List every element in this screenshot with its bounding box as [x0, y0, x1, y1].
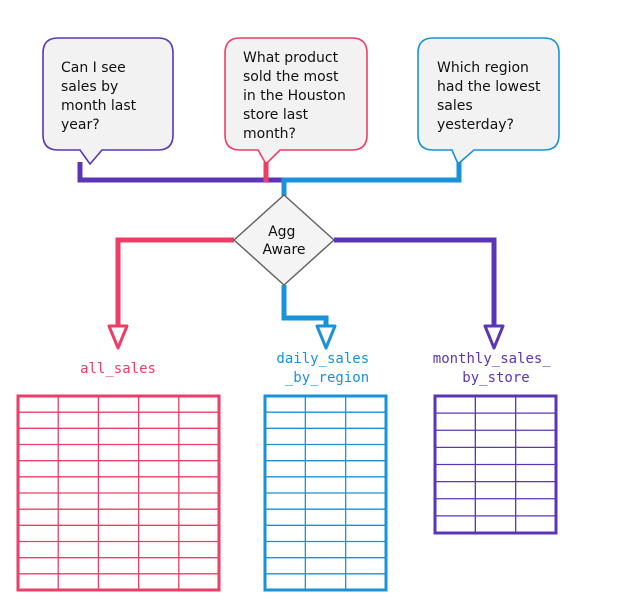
table-label-line: _by_region — [285, 370, 369, 386]
bubble-line: in the Houston — [243, 88, 346, 104]
bubble-line: store last — [243, 107, 309, 123]
bubble-line: month? — [243, 126, 296, 142]
decision-diamond — [232, 193, 336, 287]
arrow-line — [334, 237, 497, 326]
bubble-shape — [42, 37, 174, 166]
question-bubble-top-product-houston: What product sold the most in the Housto… — [224, 37, 368, 166]
bubble-text: Can I see sales by month last year? — [61, 60, 141, 133]
bubble-line: Can I see — [61, 60, 126, 76]
table-all-sales — [16, 394, 221, 592]
bubble-text: What product sold the most in the Housto… — [243, 50, 350, 142]
arrow-head — [483, 324, 505, 350]
bubble-line: year? — [61, 117, 100, 133]
arrow-to-daily-sales-by-region — [281, 285, 337, 350]
table-label-all-sales: all_sales — [80, 361, 156, 377]
bubble-line: had the lowest — [437, 79, 541, 95]
table-label-line: by_store — [462, 370, 529, 386]
question-bubble-lowest-region: Which region had the lowest sales yester… — [417, 37, 560, 166]
table-label-monthly-sales-by-store: monthly_sales_ by_store — [433, 351, 559, 386]
table-label-line: daily_sales — [276, 351, 369, 367]
agg-aware-decision: Agg Aware — [232, 193, 336, 287]
decision-line: Agg — [268, 224, 295, 240]
bubble-line: sales by — [61, 79, 118, 95]
bubble-line: yesterday? — [437, 117, 514, 133]
question-bubble-sales-by-month: Can I see sales by month last year? — [42, 37, 174, 166]
arrow-head — [107, 324, 129, 350]
bubble-line: sales — [437, 98, 473, 114]
bubble-line: sold the most — [243, 69, 339, 85]
bubble-line: Which region — [437, 60, 529, 76]
table-label-daily-sales-by-region: daily_sales _by_region — [276, 351, 377, 386]
arrow-line — [115, 237, 234, 326]
decision-line: Aware — [262, 242, 305, 258]
table-daily-sales-by-region — [263, 394, 388, 592]
table-label-line: all_sales — [80, 361, 156, 377]
bubble-text: Which region had the lowest sales yester… — [437, 60, 545, 133]
arrow-to-all-sales — [107, 237, 234, 350]
connector-blue-in — [281, 162, 462, 196]
decision-label: Agg Aware — [262, 224, 305, 258]
table-label-line: monthly_sales_ — [433, 351, 552, 367]
bubble-line: What product — [243, 50, 339, 66]
bubble-shape — [417, 37, 560, 166]
arrow-to-monthly-sales-by-store — [334, 237, 505, 350]
connector-purple-in — [77, 162, 288, 183]
arrow-line — [281, 285, 329, 326]
bubble-line: month last — [61, 98, 137, 114]
bubble-shape — [224, 37, 368, 166]
table-monthly-sales-by-store — [433, 394, 558, 535]
arrow-head — [315, 324, 337, 350]
